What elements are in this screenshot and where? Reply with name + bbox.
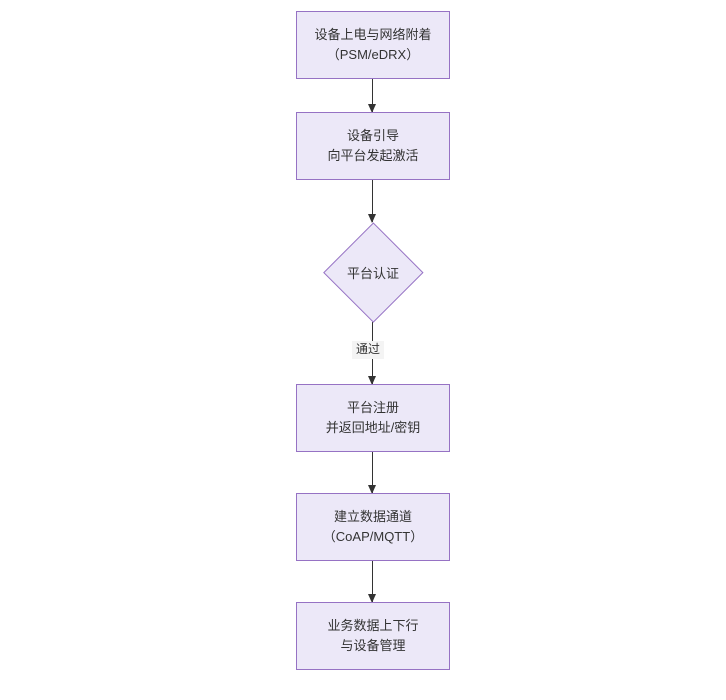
connector-register-to-data-channel [368,452,376,494]
connector-power-attach-to-bootstrap [368,79,376,113]
node-bootstrap-line-2: 向平台发起激活 [327,148,419,163]
connector-bootstrap-to-auth-decision [368,180,376,223]
node-data-channel[interactable]: 建立数据通道 （CoAP/MQTT） [296,493,450,561]
node-data-channel-line-1: 建立数据通道 [333,508,412,524]
arrow-head-icon [368,594,376,603]
node-business-data-line-2: 与设备管理 [340,638,406,653]
node-business-data[interactable]: 业务数据上下行 与设备管理 [296,602,450,670]
node-business-data-line-1: 业务数据上下行 [327,617,419,633]
node-register-line-1: 平台注册 [346,399,399,415]
connector-data-channel-to-business-data [368,561,376,603]
node-register-line-2: 并返回地址/密钥 [325,420,421,435]
node-power-attach-line-2: （PSM/eDRX） [326,47,420,62]
arrow-head-icon [368,104,376,113]
node-power-attach-line-1: 设备上电与网络附着 [314,26,432,42]
node-auth-decision[interactable]: 平台认证 [323,222,423,322]
arrow-head-icon [368,485,376,494]
arrow-head-icon [368,376,376,385]
node-power-attach[interactable]: 设备上电与网络附着 （PSM/eDRX） [296,11,450,79]
node-register[interactable]: 平台注册 并返回地址/密钥 [296,384,450,452]
node-bootstrap[interactable]: 设备引导 向平台发起激活 [296,112,450,180]
edge-label-pass: 通过 [352,341,385,359]
node-data-channel-line-2: （CoAP/MQTT） [322,529,424,544]
node-bootstrap-line-1: 设备引导 [346,127,399,143]
arrow-head-icon [368,214,376,223]
node-auth-decision-label: 平台认证 [346,265,399,281]
